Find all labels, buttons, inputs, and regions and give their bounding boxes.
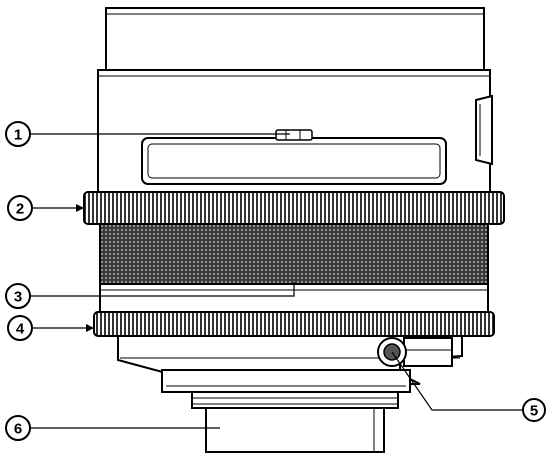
callout-2: 2 — [7, 195, 33, 221]
callout-number: 4 — [16, 321, 25, 338]
lens-hood — [105, 7, 485, 71]
leader-lines — [30, 133, 524, 429]
label-window — [141, 129, 447, 185]
callout-3: 3 — [5, 283, 31, 309]
callout-6: 6 — [5, 415, 31, 441]
callout-4: 4 — [7, 315, 33, 341]
locking-screw — [377, 337, 453, 367]
arrowhead-2 — [76, 204, 84, 212]
lens-mount — [191, 391, 399, 453]
callout-number: 2 — [16, 201, 24, 218]
leader-line-5 — [391, 351, 524, 411]
leader-line-3 — [30, 282, 295, 297]
focus-ring — [83, 191, 505, 225]
leader-arrowheads — [76, 204, 94, 332]
callout-1: 1 — [5, 121, 31, 147]
callout-number: 5 — [530, 403, 538, 420]
callout-5: 5 — [522, 398, 546, 422]
callout-number: 6 — [14, 421, 22, 438]
callout-number: 1 — [14, 127, 22, 144]
arrowhead-4 — [86, 324, 94, 332]
callout-number: 3 — [14, 289, 22, 306]
grip-band — [99, 223, 489, 313]
lower-body — [117, 335, 463, 393]
aperture-ring — [93, 311, 495, 337]
